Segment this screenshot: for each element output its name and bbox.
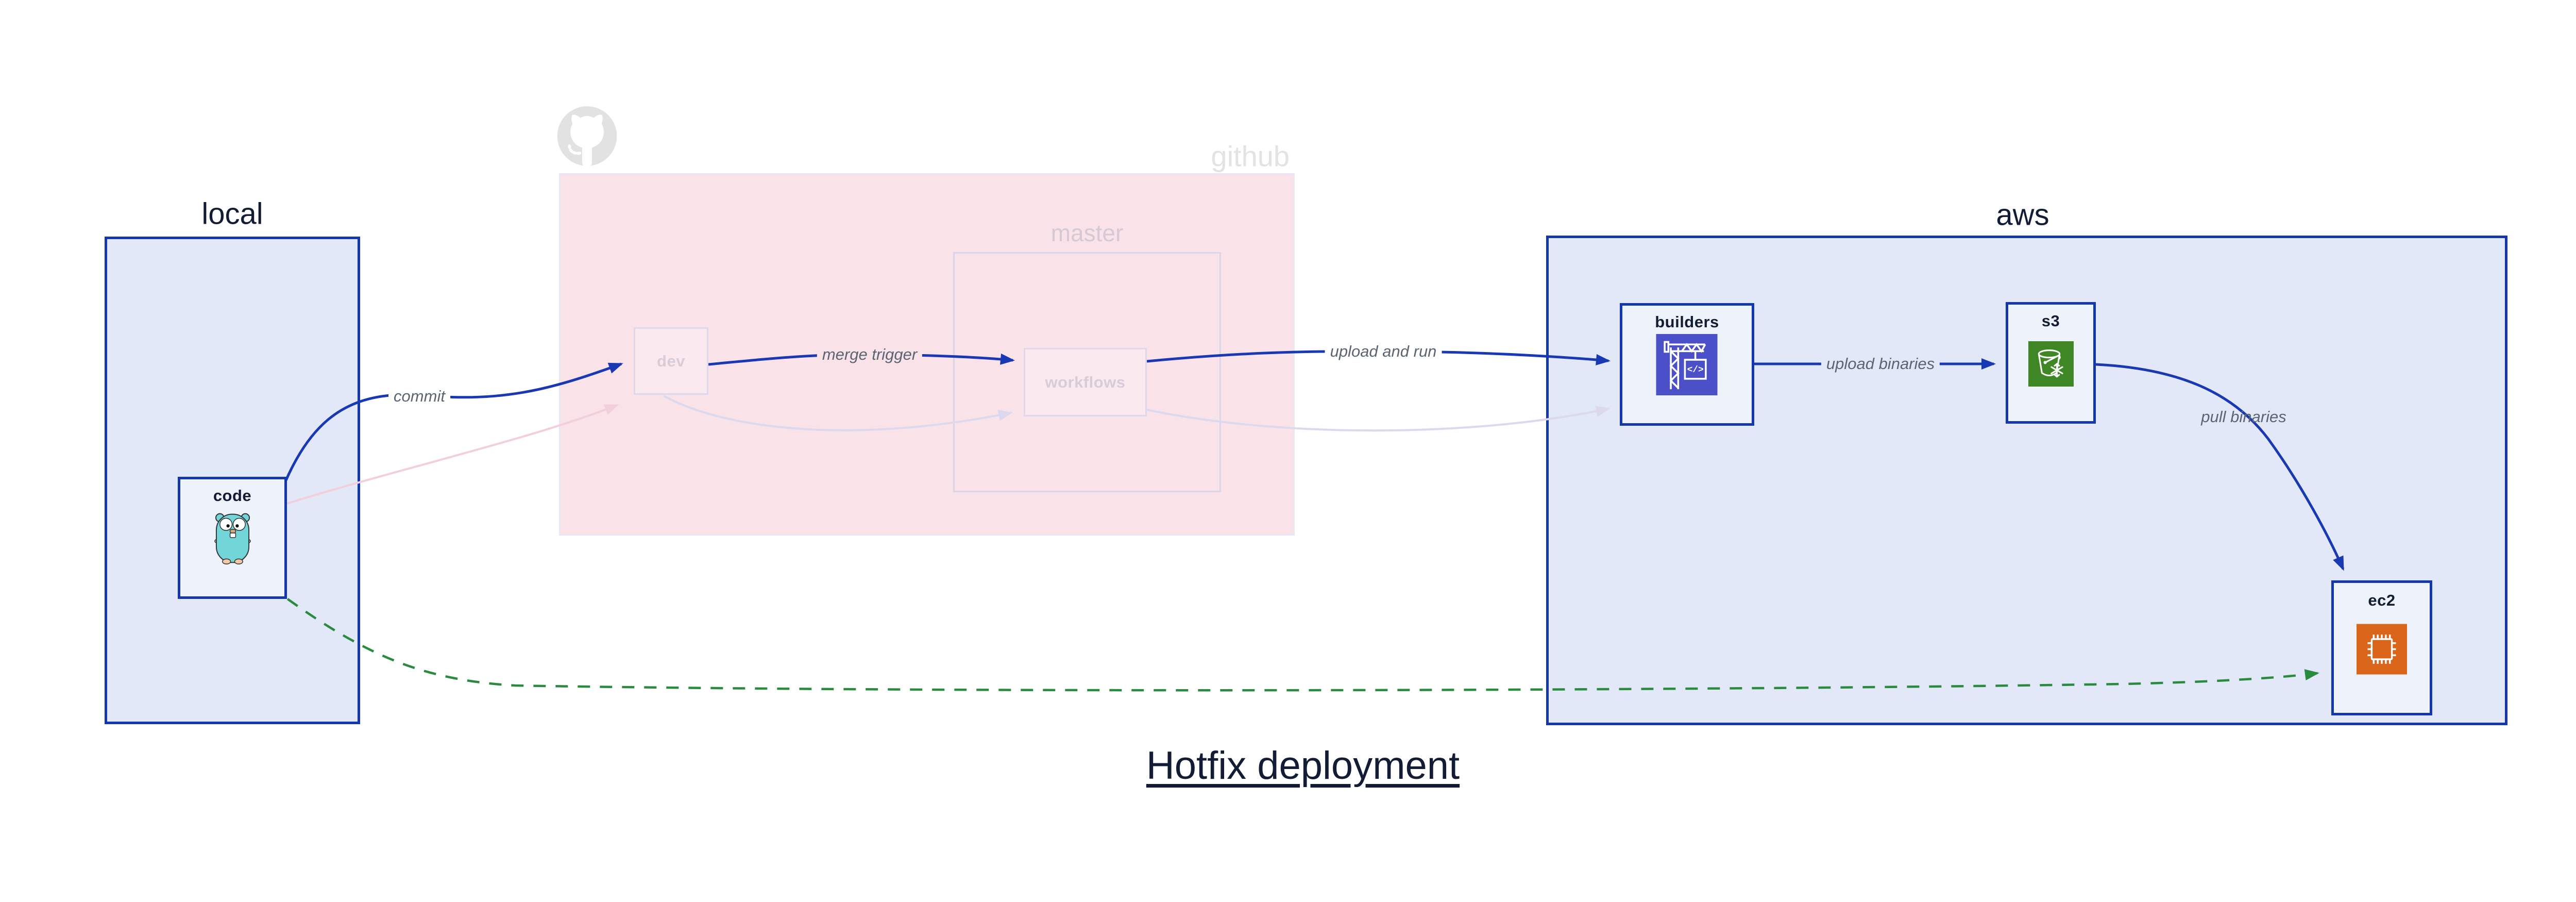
node-s3: s3 — [2006, 302, 2096, 424]
github-container-label: github — [1211, 140, 1290, 173]
node-workflows-label: workflows — [1045, 373, 1126, 391]
node-dev: dev — [634, 327, 708, 395]
svg-text:</>: </> — [1687, 365, 1704, 375]
master-container — [953, 252, 1221, 492]
edge-merge-trigger-label: merge trigger — [817, 345, 923, 364]
edge-pull-binaries-label: pull binaries — [2201, 408, 2286, 426]
node-dev-label: dev — [657, 352, 685, 370]
diagram-title: Hotfix deployment — [1146, 744, 1460, 788]
edge-upload-and-run-label: upload and run — [1325, 342, 1442, 361]
codebuild-crane-icon: </> — [1656, 334, 1718, 395]
ec2-chip-icon — [2357, 622, 2407, 677]
node-ec2-label: ec2 — [2368, 591, 2396, 609]
edge-commit-label: commit — [388, 387, 450, 406]
aws-container-label: aws — [1996, 198, 2049, 232]
edge-upload-binaries-label: upload binaries — [1821, 355, 1940, 373]
local-container-label: local — [201, 197, 263, 231]
github-octocat-icon — [556, 106, 618, 166]
node-s3-label: s3 — [2041, 312, 2060, 330]
master-container-label: master — [1050, 220, 1124, 246]
go-gopher-icon — [214, 509, 251, 565]
node-builders-label: builders — [1655, 313, 1719, 331]
s3-glacier-bucket-icon — [2028, 341, 2074, 387]
node-code-label: code — [213, 487, 252, 505]
node-workflows: workflows — [1024, 348, 1147, 416]
